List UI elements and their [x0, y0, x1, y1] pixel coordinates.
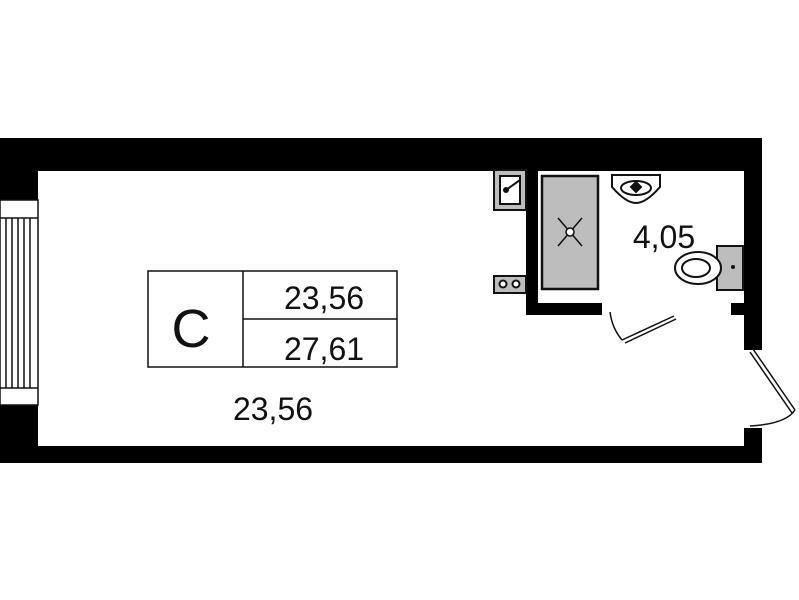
bathroom-bottom-wall-left	[526, 303, 602, 315]
apartment-type-letter: C	[172, 299, 211, 359]
living-area-value: 23,56	[284, 280, 364, 316]
bathroom-left-wall	[526, 168, 538, 315]
left-wall-upper	[0, 138, 38, 200]
bathroom-walls	[526, 168, 747, 315]
bathroom-area: 4,05	[633, 219, 695, 255]
bathroom-door-icon	[609, 311, 677, 344]
main-room-area: 23,56	[233, 391, 313, 427]
right-wall-lower	[744, 428, 762, 463]
bathroom-bottom-wall-right	[731, 303, 747, 315]
entrance-door-icon	[749, 348, 796, 427]
window-icon	[0, 199, 39, 406]
bottom-wall	[0, 446, 762, 463]
outer-walls	[0, 138, 762, 463]
top-wall	[0, 138, 762, 171]
left-wall-lower	[0, 405, 38, 463]
washbasin-icon	[611, 174, 661, 205]
shower-tray-icon	[540, 174, 600, 291]
area-info-box	[147, 270, 398, 368]
stove-icon	[493, 275, 527, 294]
kitchen-sink-icon	[493, 169, 527, 211]
right-wall-upper	[744, 138, 762, 350]
toilet-icon	[674, 245, 744, 291]
total-area-value: 27,61	[284, 331, 364, 367]
